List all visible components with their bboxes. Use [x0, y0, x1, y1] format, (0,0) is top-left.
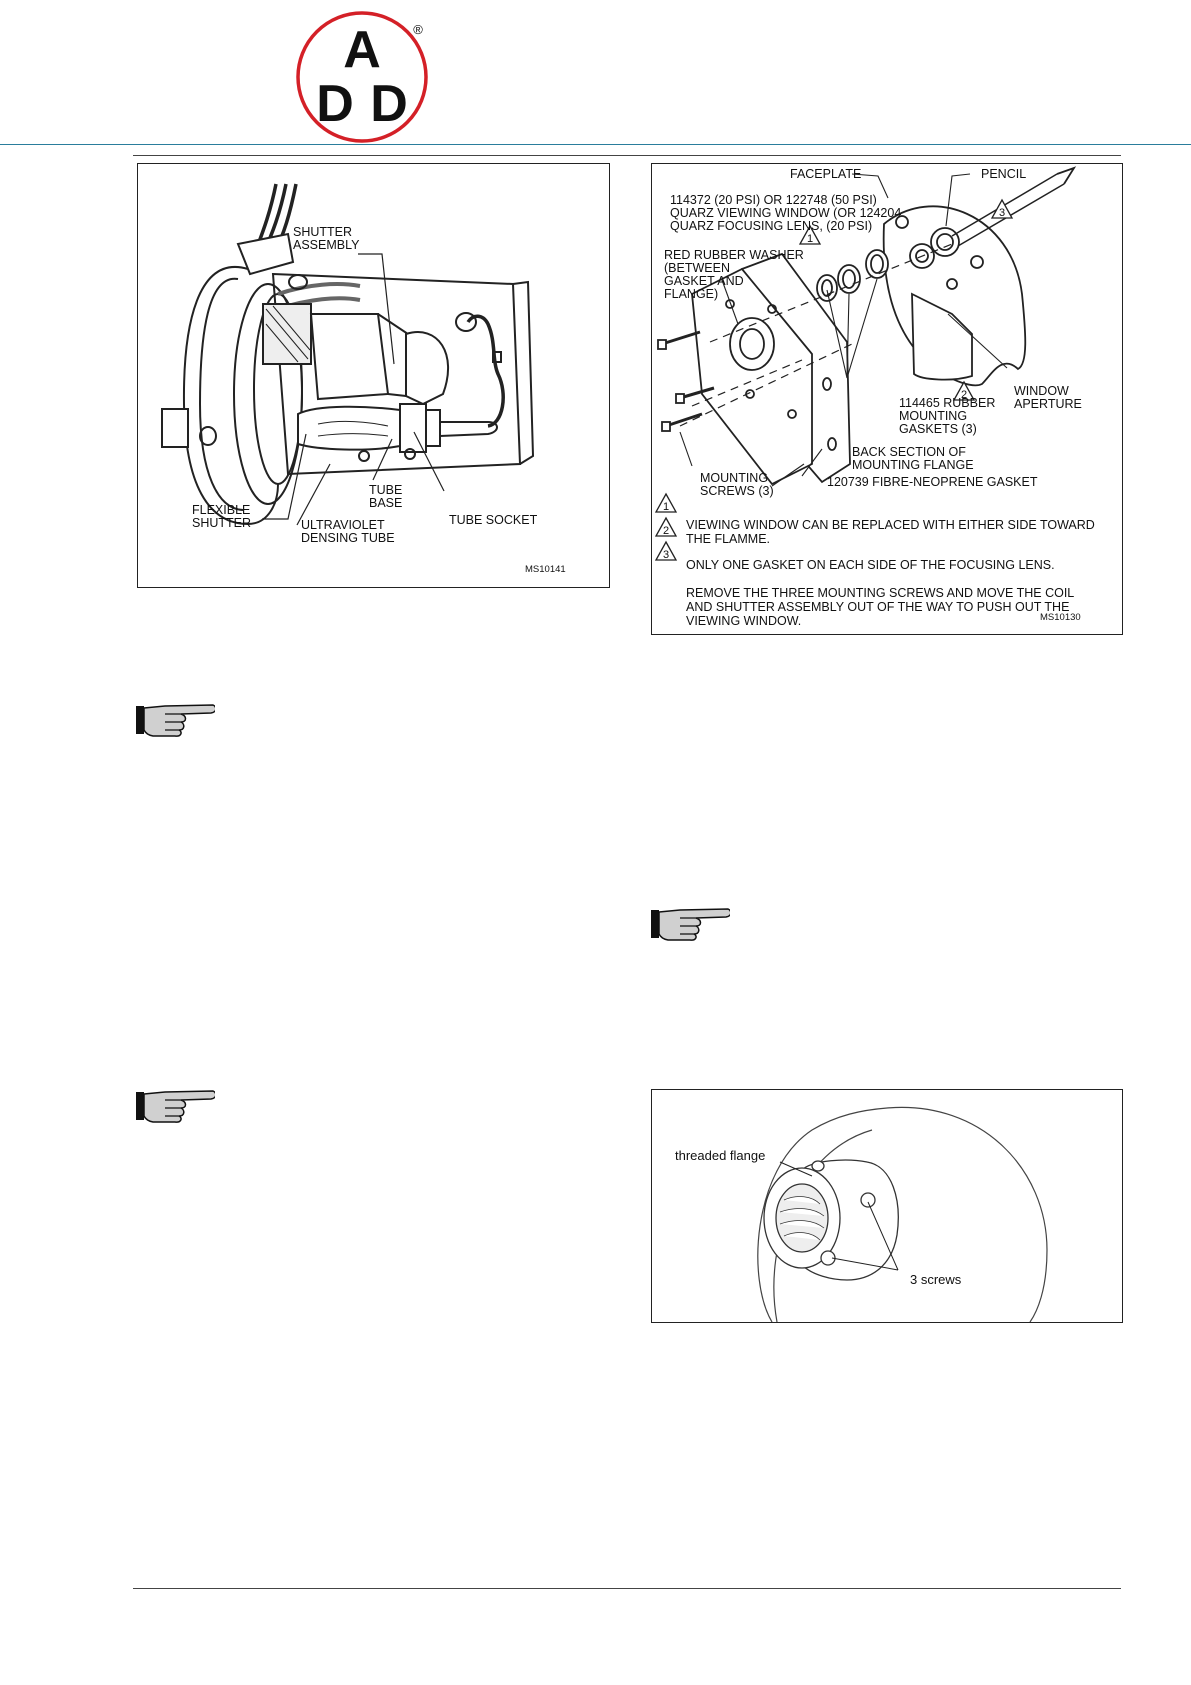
label-flexible-shutter: FLEXIBLE SHUTTER [192, 503, 252, 530]
label-pencil: PENCIL [981, 167, 1027, 181]
callout-2-icon: 2 [961, 389, 967, 401]
figure-viewing-window: 1 2 3 1 2 3 FACEPLATE PENCIL 114372 (20 … [651, 163, 1123, 635]
logo-letter-a: A [343, 21, 381, 79]
footer-rule [133, 1588, 1121, 1589]
label-faceplate: FACEPLATE [790, 167, 862, 181]
label-3-screws: 3 screws [910, 1272, 962, 1287]
label-fibre-gasket: 120739 FIBRE-NEOPRENE GASKET [827, 475, 1038, 489]
label-red-rubber-washer: RED RUBBER WASHER (BETWEEN GASKET AND FL… [664, 248, 804, 301]
logo: A D D ® [292, 10, 442, 144]
pointing-hand-icon [135, 1088, 217, 1124]
label-shutter-assembly: SHUTTER ASSEMBLY [293, 225, 360, 252]
note-1-text: VIEWING WINDOW CAN BE REPLACED WITH EITH… [686, 518, 1095, 546]
label-quartz-window: 114372 (20 PSI) OR 122748 (50 PSI) QUARZ… [670, 193, 902, 233]
label-threaded-flange: threaded flange [675, 1148, 766, 1163]
shutter-drawing [161, 183, 535, 526]
pointing-hand-icon [650, 906, 732, 942]
note-3-icon: 3 [663, 549, 669, 561]
label-rubber-gaskets: 114465 RUBBER MOUNTING GASKETS (3) [899, 396, 996, 436]
label-tube-base: TUBE BASE [369, 483, 403, 510]
figure-threaded-flange: threaded flange 3 screws [651, 1089, 1123, 1323]
registered-mark: ® [413, 22, 423, 37]
logo-letter-d2: D [370, 75, 408, 133]
callout-3-icon: 3 [999, 207, 1005, 219]
label-window-aperture: WINDOW APERTURE [1014, 384, 1082, 411]
label-tube-socket: TUBE SOCKET [449, 513, 538, 527]
header-rule [0, 144, 1191, 145]
note-1-icon: 1 [663, 501, 669, 513]
figure-code: MS10141 [525, 564, 566, 575]
note-2-text: ONLY ONE GASKET ON EACH SIDE OF THE FOCU… [686, 558, 1055, 572]
note-2-icon: 2 [663, 525, 669, 537]
label-back-section: BACK SECTION OF MOUNTING FLANGE [852, 445, 974, 472]
callout-1-icon: 1 [807, 233, 813, 245]
figure-shutter-assembly: SHUTTER ASSEMBLY FLEXIBLE SHUTTER ULTRAV… [137, 163, 610, 588]
content-top-rule [133, 155, 1121, 156]
label-ultraviolet-tube: ULTRAVIOLET DENSING TUBE [301, 518, 395, 545]
pointing-hand-icon [135, 702, 217, 738]
flange-drawing [757, 1106, 1048, 1322]
note-3-text: REMOVE THE THREE MOUNTING SCREWS AND MOV… [686, 586, 1075, 628]
figure-code: MS10130 [1040, 612, 1081, 623]
logo-letter-d1: D [316, 75, 354, 133]
label-mounting-screws: MOUNTING SCREWS (3) [700, 471, 774, 498]
window-exploded-drawing: 1 2 3 1 2 3 [654, 166, 1077, 561]
